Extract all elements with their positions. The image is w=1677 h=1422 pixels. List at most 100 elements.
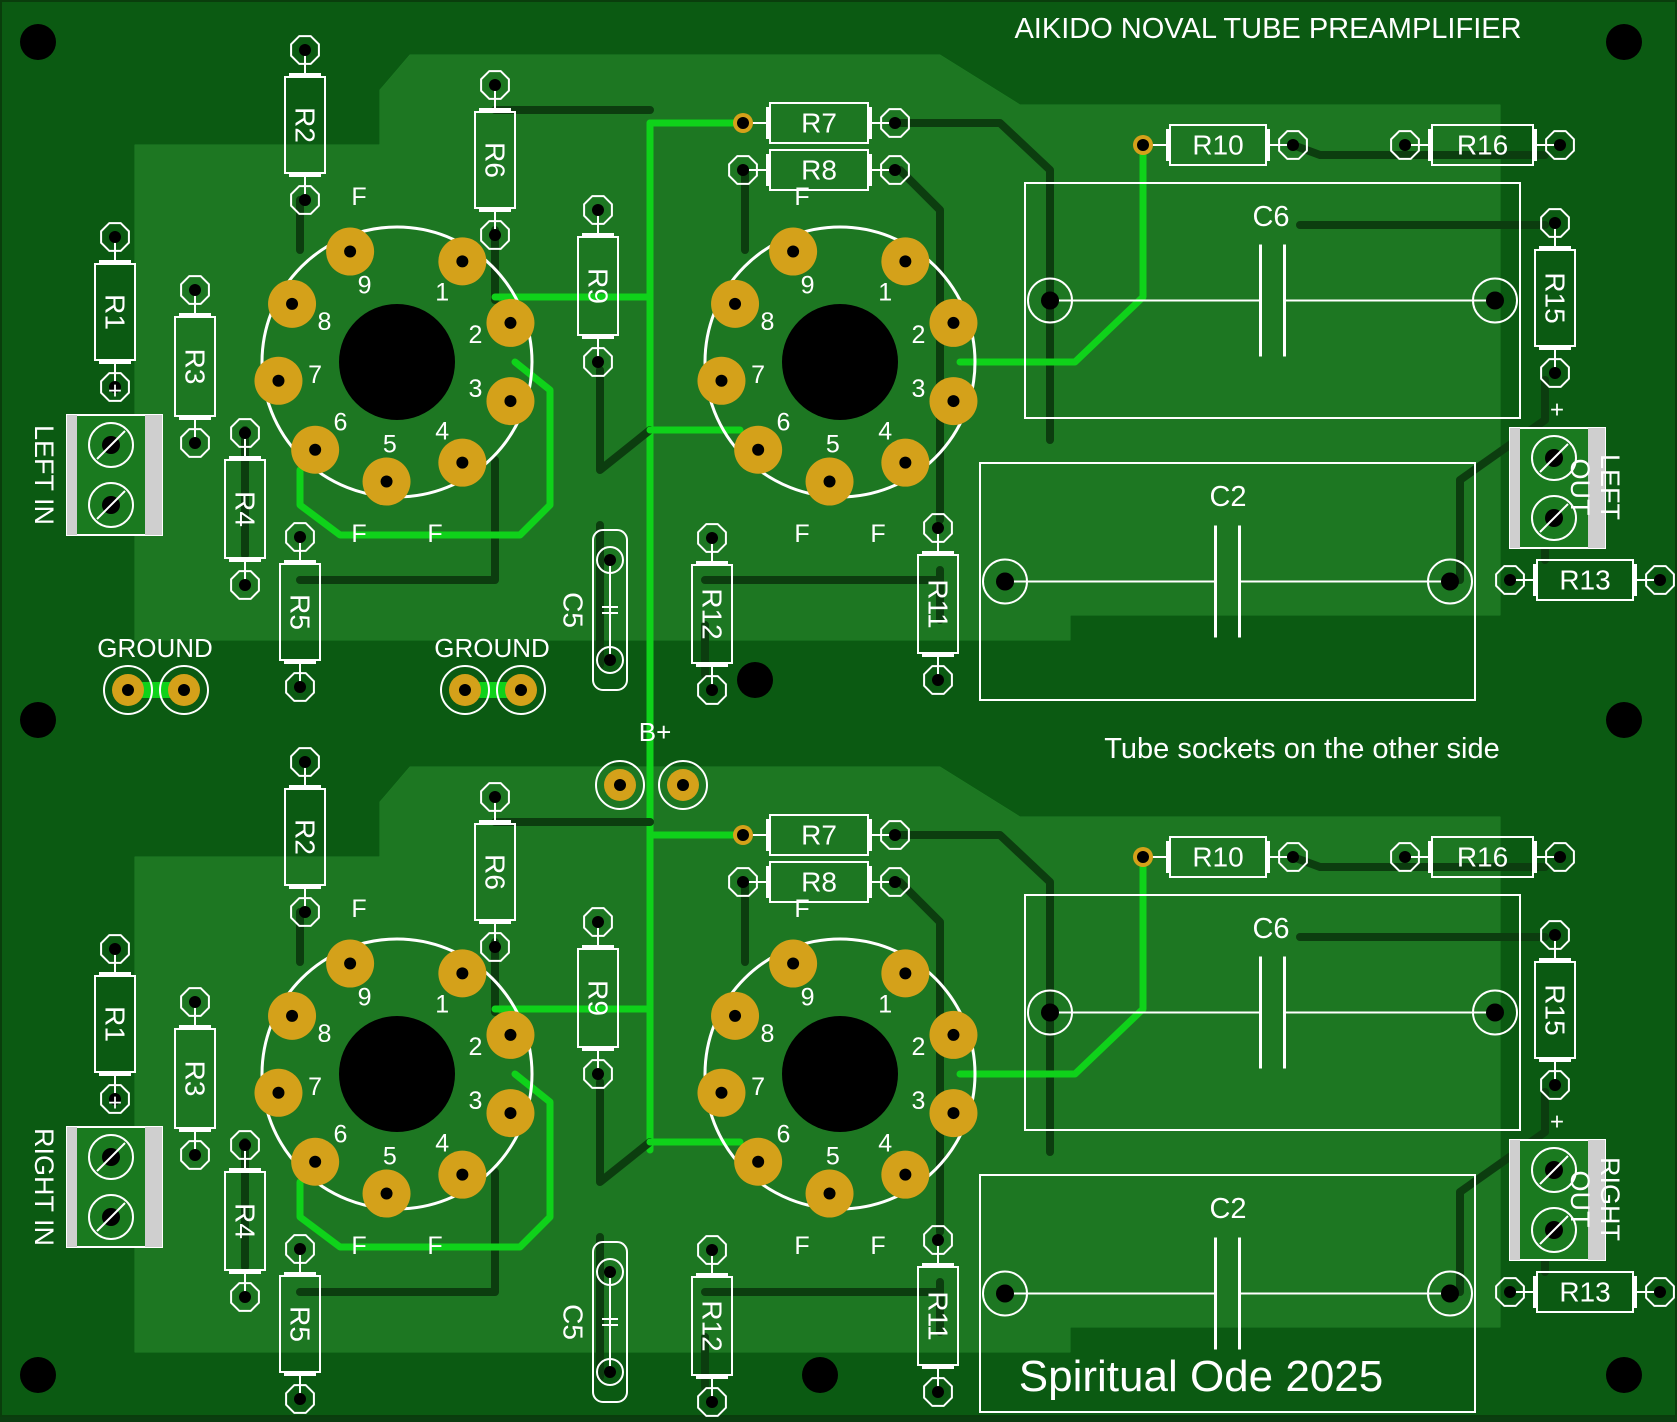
pad-outline: [180, 428, 210, 458]
pin-label-3: 3: [469, 1087, 483, 1115]
resistor-cap: [766, 866, 770, 898]
resistor-label-R15: R15: [1540, 272, 1571, 323]
mounting-hole: [20, 24, 56, 60]
pad-outline: [728, 155, 758, 185]
ground-pad-ring: [159, 665, 209, 715]
drill-hole: [996, 572, 1014, 591]
filament-label: F: [870, 520, 885, 548]
drill-hole: [889, 117, 901, 129]
resistor-label-R10: R10: [1192, 130, 1243, 161]
pin-label-9: 9: [801, 272, 815, 300]
pad-outline: [923, 1225, 953, 1255]
pad-outline: [583, 907, 613, 937]
drill-hole: [294, 1243, 306, 1255]
drill-hole: [1041, 291, 1059, 310]
drill-hole: [489, 791, 501, 803]
resistor-cap: [1428, 129, 1432, 161]
drill-hole: [899, 1168, 912, 1181]
resistor-cap: [1633, 1276, 1637, 1308]
mounting-holes: [20, 24, 1642, 1393]
terminal-slot: [96, 1142, 126, 1172]
drill-hole: [1486, 291, 1504, 310]
drill-hole: [456, 967, 469, 980]
pin-label-8: 8: [760, 308, 774, 336]
resistor-label-R2: R2: [290, 107, 321, 143]
pad-outline: [1540, 208, 1570, 238]
bright-trace: [956, 853, 1147, 1078]
pad-outline: [1278, 130, 1308, 160]
resistor-label-R3: R3: [180, 349, 211, 385]
resistor-label-R1: R1: [100, 1006, 131, 1042]
pad-outline: [230, 570, 260, 600]
drill-hole: [604, 1366, 616, 1378]
bplus-pad-ring: [658, 760, 708, 810]
drill-hole: [504, 316, 517, 329]
capacitor-pad: [982, 558, 1028, 605]
tube-socket-center-hole: [782, 304, 898, 420]
resistor-cap: [922, 653, 954, 657]
drill-hole: [787, 957, 800, 970]
pad-outline: [100, 372, 130, 402]
drill-hole: [1504, 1286, 1516, 1298]
tube-socket-center-hole: [782, 1016, 898, 1132]
pin-label-9: 9: [801, 984, 815, 1012]
drill-hole: [706, 1396, 718, 1408]
drill-hole: [737, 164, 749, 176]
resistor-cap: [179, 1128, 211, 1132]
resistor-label-R5: R5: [285, 594, 316, 630]
terminal-hatch: [1588, 428, 1605, 548]
capacitor-pad: [1472, 989, 1518, 1036]
resistor-label-R11: R11: [923, 579, 954, 628]
filament-label: F: [351, 520, 366, 548]
resistor-cap: [1533, 129, 1537, 161]
capacitor-pad: [982, 1270, 1028, 1317]
pad-outline: [1540, 1070, 1570, 1100]
filament-label: F: [794, 520, 809, 548]
resistor-cap: [582, 945, 614, 949]
pin-label-5: 5: [826, 431, 840, 459]
dark-trace: [241, 818, 1549, 1296]
drill-hole: [299, 906, 311, 918]
drill-hole: [239, 1139, 251, 1151]
filament-trace: [296, 1070, 554, 1251]
pin-label-3: 3: [912, 1087, 926, 1115]
pad-outline: [285, 522, 315, 552]
resistor-cap: [582, 1047, 614, 1051]
resistor-cap: [1539, 1058, 1571, 1062]
pad-outline: [100, 1084, 130, 1114]
drill-hole: [604, 1266, 616, 1278]
resistor-cap: [1539, 246, 1571, 250]
pad-outline: [583, 195, 613, 225]
capacitor-outline: [979, 1174, 1476, 1413]
drill-hole: [899, 255, 912, 268]
filament-label: F: [351, 183, 366, 211]
drill-hole: [1654, 574, 1666, 586]
pad-outline: [180, 1140, 210, 1170]
pad-outline: [880, 155, 910, 185]
resistor-label-R12: R12: [697, 588, 728, 639]
drill-hole: [1041, 1003, 1059, 1022]
terminal-screw: [88, 482, 134, 528]
capacitor-label-C2: C2: [1209, 481, 1246, 513]
drill-hole: [604, 654, 616, 666]
capacitor-pad: [596, 646, 624, 674]
resistor-cap: [229, 456, 261, 460]
terminal-hatch: [145, 1127, 162, 1247]
drill-hole: [889, 829, 901, 841]
drill-hole: [189, 284, 201, 296]
resistor-cap: [868, 107, 872, 139]
pin-label-8: 8: [317, 308, 331, 336]
resistor-label-R7: R7: [801, 820, 837, 851]
terminal-screw: [88, 422, 134, 468]
pin-label-4: 4: [435, 1130, 449, 1158]
terminal-screw: [1531, 495, 1577, 541]
pin-label-9: 9: [358, 272, 372, 300]
capacitor-label-C2: C2: [1209, 1193, 1246, 1225]
pad-outline: [100, 934, 130, 964]
terminal-slot: [1539, 1215, 1569, 1245]
terminal-slot: [1539, 1155, 1569, 1185]
resistor-label-R6: R6: [480, 854, 511, 890]
pad-outline: [1278, 842, 1308, 872]
drill-hole: [1137, 851, 1149, 863]
